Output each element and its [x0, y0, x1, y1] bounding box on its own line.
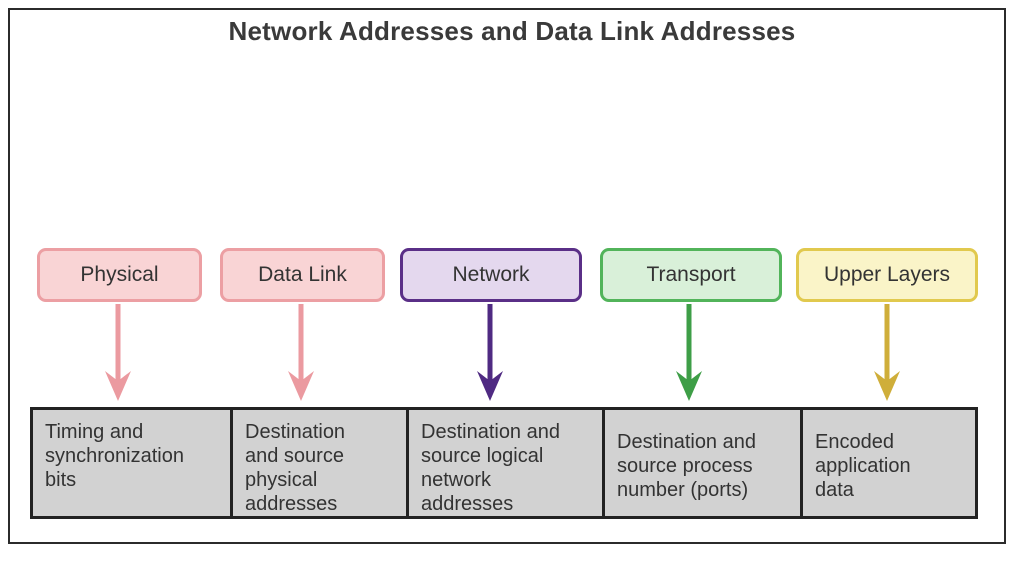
cell-data-link: Destination and source physical addresse…	[233, 410, 409, 516]
layer-physical: Physical	[37, 248, 202, 302]
cell-network: Destination and source logical network a…	[409, 410, 605, 516]
diagram-title: Network Addresses and Data Link Addresse…	[228, 16, 796, 46]
arrow-data-link-head	[288, 371, 314, 401]
cell-physical: Timing and synchronization bits	[33, 410, 233, 516]
cell-upper-layers-text: Encoded application data	[815, 431, 911, 501]
layer-transport: Transport	[600, 248, 782, 302]
cell-transport: Destination and source process number (p…	[605, 410, 803, 516]
layer-data-link: Data Link	[220, 248, 385, 302]
cell-transport-text: Destination and source process number (p…	[617, 431, 756, 501]
cell-network-text: Destination and source logical network a…	[421, 421, 560, 515]
address-table: Timing and synchronization bits Destinat…	[30, 407, 978, 519]
cell-data-link-text: Destination and source physical addresse…	[245, 421, 346, 515]
arrow-network-head	[477, 371, 503, 401]
layer-upper-layers: Upper Layers	[796, 248, 978, 302]
arrow-transport-head	[676, 371, 702, 401]
layer-network: Network	[400, 248, 582, 302]
cell-physical-text: Timing and synchronization bits	[45, 421, 184, 491]
arrow-upper-layers-head	[874, 371, 900, 401]
arrow-physical-head	[105, 371, 131, 401]
cell-upper-layers: Encoded application data	[803, 410, 975, 516]
